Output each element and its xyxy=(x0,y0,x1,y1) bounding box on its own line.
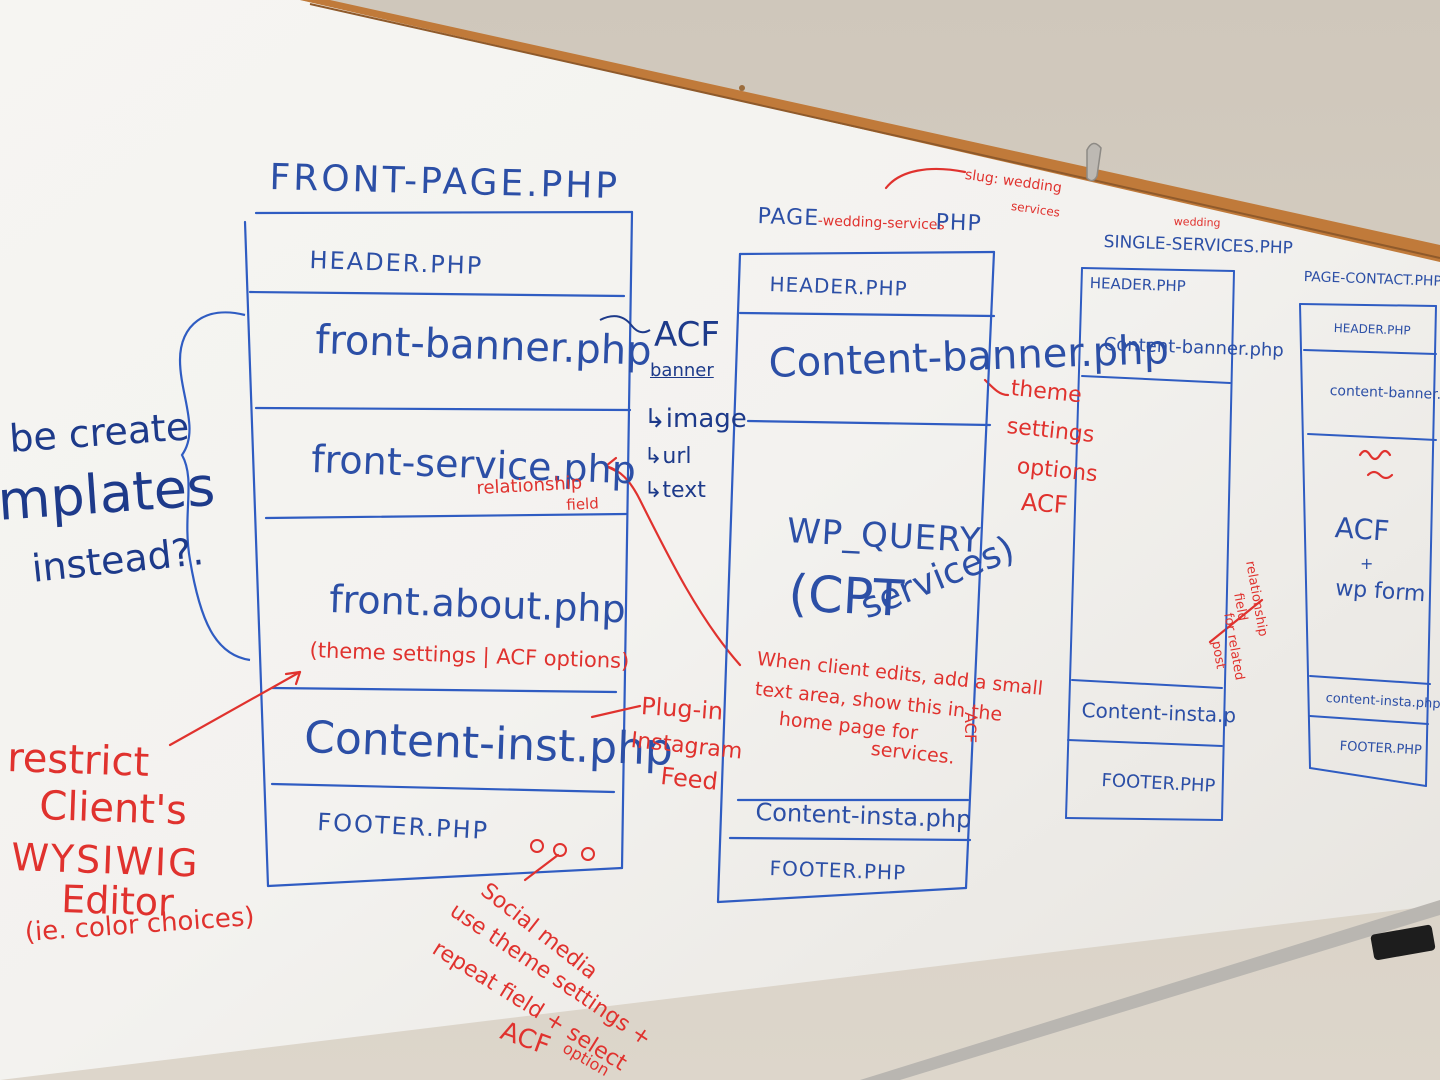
front-banner-label: front-banner.php xyxy=(314,317,653,375)
restrict-note-2: Client's xyxy=(38,783,188,835)
wedding-header-label: HEADER.PHP xyxy=(769,272,909,301)
front-page-title: FRONT-PAGE.PHP xyxy=(269,157,621,208)
left-note-2: mplates xyxy=(0,454,218,533)
service-arrow xyxy=(604,464,742,667)
plugin-arrow xyxy=(590,704,642,719)
left-brace xyxy=(178,311,251,662)
page-wedding-box xyxy=(716,250,996,904)
single-header-label: HEADER.PHP xyxy=(1089,274,1187,296)
acf-image: ↳image xyxy=(644,404,747,434)
page-contact-box xyxy=(1299,303,1437,787)
social-arrow xyxy=(523,853,560,882)
acf-text: ↳text xyxy=(644,478,706,503)
restrict-note-1: restrict xyxy=(6,735,150,786)
single-insta-label: Content-insta.p xyxy=(1081,698,1237,728)
plugin-note-3: Feed xyxy=(659,762,720,796)
eraser xyxy=(1370,924,1436,961)
page-wedding-title-prefix: PAGE xyxy=(757,204,820,232)
front-service-label: front-service.php xyxy=(310,437,637,493)
marker-tray xyxy=(860,900,1440,1080)
single-services-title-note: wedding xyxy=(1173,215,1221,230)
client-note-side: ACF xyxy=(961,712,980,744)
single-services-box xyxy=(1065,267,1235,821)
page-wedding-title-suffix: PHP xyxy=(935,210,983,237)
relationship-note-2: field xyxy=(565,494,600,514)
plugin-note-1: Plug-in xyxy=(640,692,725,726)
restrict-arrow xyxy=(168,670,302,747)
front-inst-label: Content-inst.php xyxy=(303,712,674,776)
acf-banner: banner xyxy=(650,360,714,381)
theme-note-4: ACF xyxy=(1020,488,1069,520)
front-header-label: HEADER.PHP xyxy=(309,246,484,281)
front-page-box xyxy=(243,210,634,888)
social-dots xyxy=(530,839,595,861)
relationship-arrow xyxy=(1208,598,1264,644)
slug-arrow xyxy=(884,167,967,190)
contact-squiggle xyxy=(1358,449,1394,480)
contact-acf-1: ACF xyxy=(1333,511,1391,548)
acf-url: ↳url xyxy=(644,444,692,469)
wedding-footer-label: FOOTER.PHP xyxy=(769,856,907,885)
contact-acf-2: + xyxy=(1360,554,1374,573)
wedding-insta-label: Content-insta.php xyxy=(755,798,972,834)
hook-icon xyxy=(1086,142,1102,182)
page-wedding-title-mid: -wedding-services xyxy=(817,213,946,234)
contact-header-label: HEADER.PHP xyxy=(1333,321,1411,338)
acf-title: ACF xyxy=(654,315,720,355)
restrict-note-3: WYSIWIG xyxy=(10,835,201,886)
front-about-label: front.about.php xyxy=(328,577,627,632)
